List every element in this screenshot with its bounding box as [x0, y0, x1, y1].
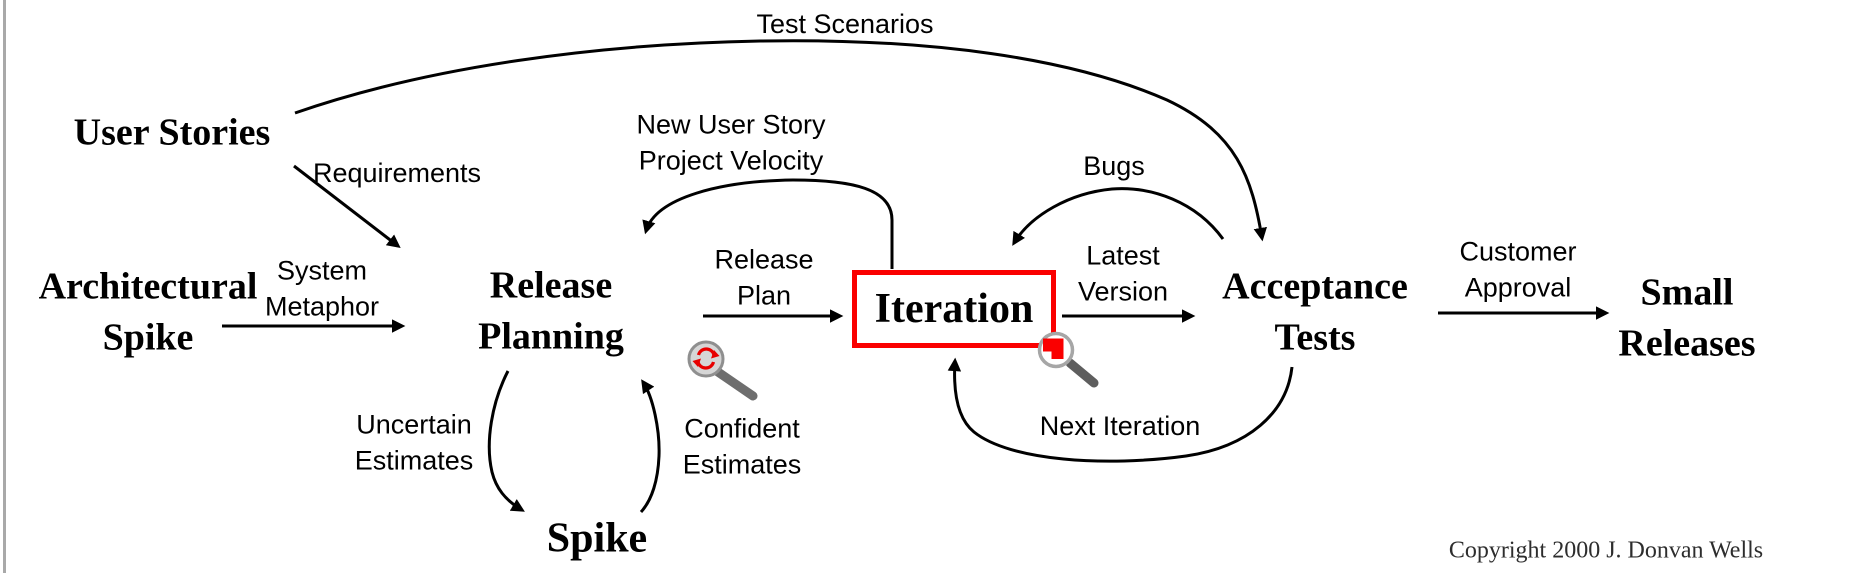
edge-label-test-scenarios: Test Scenarios: [756, 8, 934, 39]
edge-label-confident-estimates: Confident Estimates: [683, 411, 802, 484]
node-line: Planning: [478, 316, 624, 358]
node-line: Acceptance: [1222, 265, 1408, 308]
edge-label-line: Approval: [1464, 273, 1572, 303]
node-small-releases: Small Releases: [1618, 268, 1755, 371]
edge-label-line: Uncertain: [356, 409, 472, 440]
node-architectural-spike: Architectural Spike: [39, 262, 258, 365]
edge-bugs-arc: [1012, 187, 1225, 246]
edge-label-line: Customer: [1459, 236, 1577, 267]
edge-label-line: Metaphor: [264, 292, 380, 322]
magnifier-lens: [687, 340, 725, 378]
edge-label-line: Version: [1077, 277, 1169, 307]
iteration-corner-magnifier-icon[interactable]: [1037, 331, 1099, 388]
iteration-node-box[interactable]: Iteration: [852, 270, 1056, 348]
edge-label-line: Confident: [684, 413, 800, 444]
node-line: Tests: [1274, 317, 1356, 359]
node-user-stories: User Stories: [73, 111, 271, 154]
edge-label-new-user-story: New User Story Project Velocity: [636, 107, 825, 180]
iteration-node-label: Iteration: [874, 286, 1034, 332]
edge-label-line: Estimates: [682, 450, 802, 480]
edge-confident-estimates-arc: [639, 379, 661, 514]
copyright-notice: Copyright 2000 J. Donvan Wells: [1448, 537, 1764, 564]
edge-label-bugs: Bugs: [1083, 150, 1145, 181]
node-line: Small: [1640, 271, 1734, 314]
edge-label-requirements: Requirements: [312, 157, 482, 188]
left-edge-divider: [3, 0, 6, 573]
edge-uncertain-estimates-arc: [487, 370, 525, 512]
edge-label-next-iteration: Next Iteration: [1039, 410, 1201, 441]
refresh-icon-arrowhead: [692, 358, 701, 367]
node-line: Architectural: [38, 265, 258, 308]
edge-label-release-plan: Release Plan: [714, 242, 813, 315]
node-line: Spike: [102, 317, 194, 359]
edge-label-line: Project Velocity: [638, 146, 824, 176]
edge-label-line: Latest: [1086, 240, 1160, 271]
node-acceptance-tests: Acceptance Tests: [1222, 262, 1408, 365]
edge-label-customer-approval: Customer Approval: [1459, 234, 1576, 307]
node-spike: Spike: [546, 515, 648, 562]
edge-label-latest-version: Latest Version: [1078, 238, 1168, 311]
edge-label-line: Plan: [736, 281, 792, 311]
node-line: Release: [489, 264, 613, 307]
edge-label-line: New User Story: [636, 109, 826, 140]
edge-label-line: System: [276, 255, 368, 286]
release-planning-magnifier-icon[interactable]: [687, 340, 758, 401]
node-line: Releases: [1618, 323, 1756, 365]
edge-label-line: Release: [714, 244, 814, 275]
edge-label-uncertain-estimates: Uncertain Estimates: [355, 407, 474, 480]
edge-label-line: Estimates: [354, 446, 474, 476]
magnified-red-corner: [1043, 338, 1064, 359]
magnifier-handle: [713, 367, 758, 401]
refresh-icon-arrowhead: [711, 350, 720, 359]
edge-label-system-metaphor: System Metaphor: [265, 253, 379, 326]
node-release-planning: Release Planning: [478, 261, 624, 364]
magnifier-handle: [1065, 358, 1099, 388]
